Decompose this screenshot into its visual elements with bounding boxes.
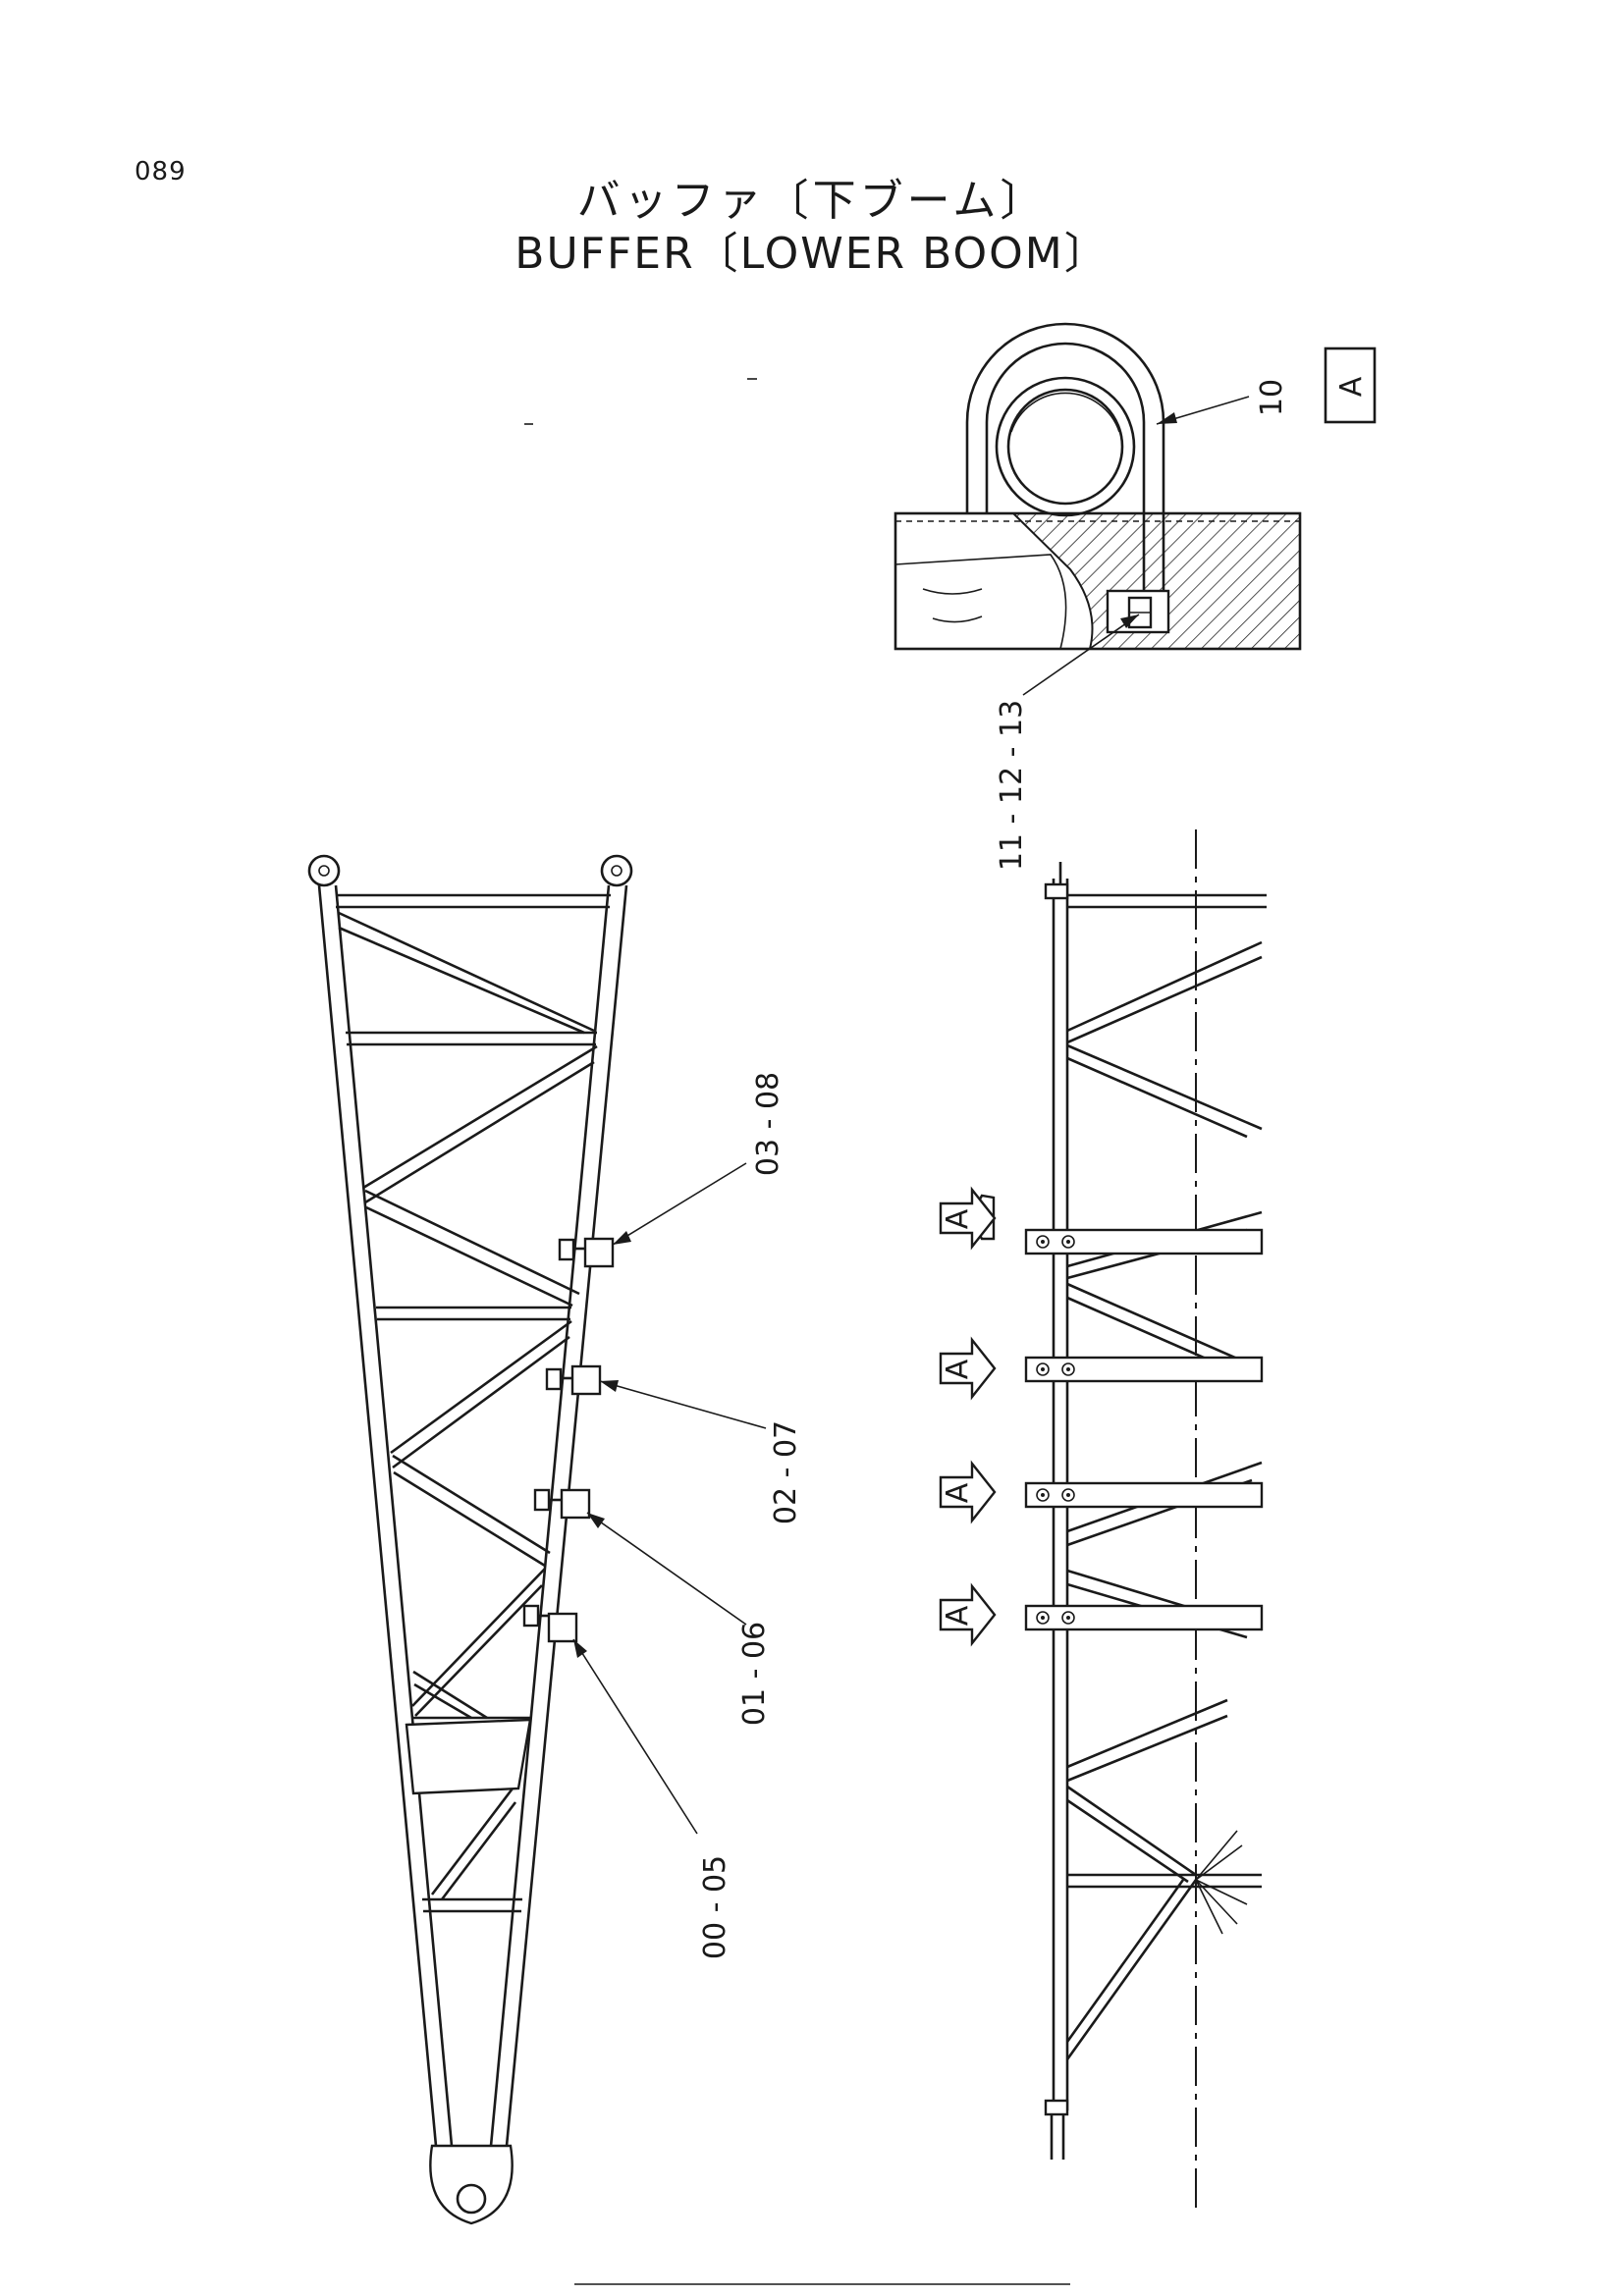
page-number: 089 [135, 157, 187, 187]
callout-10: 10 [1255, 379, 1289, 416]
top-lug-left [307, 854, 341, 887]
buffer-bar-3 [1024, 1481, 1264, 1509]
callout-11-12-13: 11 - 12 - 13 [995, 700, 1029, 871]
buffer-00-05 [522, 1604, 578, 1643]
section-arrow-a-letter: A [941, 1208, 975, 1229]
view-label-box [1324, 347, 1377, 424]
boom-side-view: A A A A [939, 829, 1267, 2214]
section-arrow-a-1: A [939, 1186, 997, 1251]
callout-02-07: 02 - 07 [769, 1420, 803, 1524]
hatched-section [1010, 512, 1301, 650]
foot-pin-hole [456, 2183, 487, 2215]
section-arrow-a-letter: A [941, 1359, 975, 1379]
buffer-02-07 [545, 1364, 602, 1396]
section-arrow-a-letter: A [941, 1482, 975, 1503]
buffer-bar-2 [1024, 1356, 1264, 1383]
section-arrow-a-3: A [939, 1460, 997, 1524]
right-chord [489, 884, 611, 2147]
title-english: BUFFER〔LOWER BOOM〕 [514, 229, 1110, 279]
title-japanese: バッファ〔下ブーム〕 [576, 176, 1048, 226]
left-chord [317, 884, 438, 2147]
lower-boom-lattice: 03 - 08 02 - 07 01 - 06 00 - 05 [307, 854, 803, 2225]
buffer-bar-4 [1024, 1604, 1264, 1631]
callout-03-08: 03 - 08 [751, 1072, 785, 1176]
buffer-tube-outer [995, 376, 1136, 517]
u-bolt-inner [985, 342, 1146, 591]
buffer-bar-1 [1024, 1228, 1264, 1255]
detail-view-a: 10 11 - 12 - 13 A [893, 322, 1377, 871]
base-plate [405, 1718, 532, 1795]
section-arrow-a-4: A [939, 1582, 997, 1647]
top-lug-right [600, 854, 633, 887]
callout-00-05: 00 - 05 [698, 1855, 732, 1959]
callout-01-06: 01 - 06 [737, 1622, 772, 1726]
section-arrow-a-2: A [939, 1336, 997, 1401]
buffer-tube-inner [1006, 388, 1124, 506]
buffer-01-06 [533, 1488, 591, 1520]
u-bolt-outer [965, 322, 1165, 591]
view-label: A [1334, 376, 1369, 397]
buffer-03-08 [558, 1237, 615, 1268]
section-arrow-a-letter: A [941, 1605, 975, 1626]
